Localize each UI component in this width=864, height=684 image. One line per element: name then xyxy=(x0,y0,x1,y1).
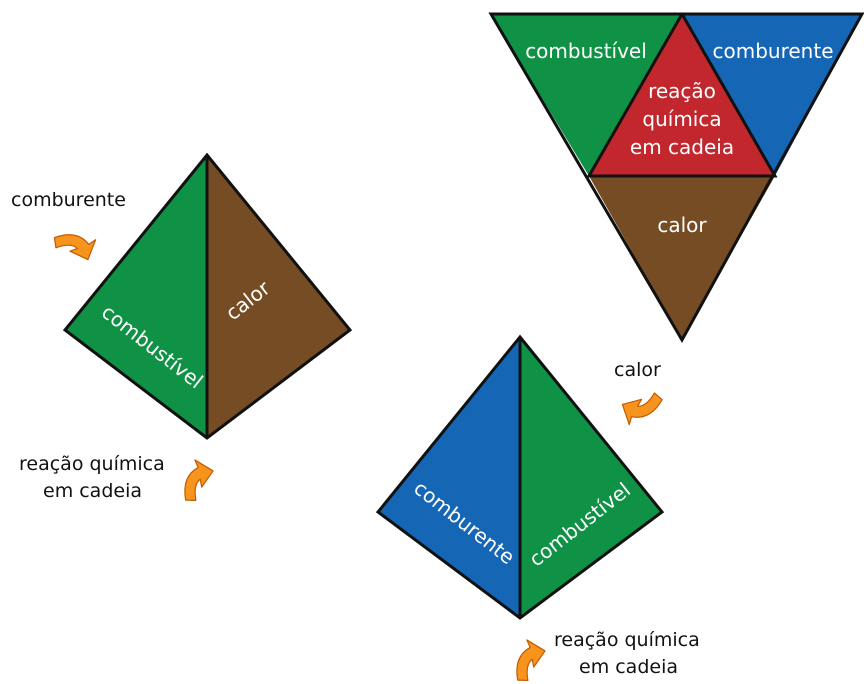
left-face-combustivel xyxy=(65,155,207,438)
left-tetrahedron: combustível calor xyxy=(62,152,353,440)
left-reacao-line1: reação química xyxy=(19,453,165,475)
right-tetrahedron: comburente combustível xyxy=(375,334,665,620)
right-reacao-line1: reação química xyxy=(554,629,700,651)
right-reacao-line2: em cadeia xyxy=(579,656,678,678)
top-face-reacao xyxy=(589,14,775,176)
top-label-reacao-line2: química xyxy=(642,107,721,131)
top-inner-edges xyxy=(586,13,778,178)
top-unfolded-net: combustível comburente reação química em… xyxy=(488,12,864,344)
top-label-reacao-line3: em cadeia xyxy=(630,135,734,159)
right-face-comburente xyxy=(378,337,520,618)
top-face-combustivel xyxy=(491,14,682,176)
right-face-combustivel xyxy=(520,337,662,618)
top-label-combustivel: combustível xyxy=(525,39,647,63)
left-comburente-label: comburente xyxy=(11,189,126,211)
top-label-comburente: comburente xyxy=(713,39,834,63)
left-comburente-arrow-icon xyxy=(51,224,102,270)
top-face-calor xyxy=(589,176,775,340)
top-label-calor: calor xyxy=(657,213,707,237)
right-calor-arrow-icon xyxy=(614,381,664,434)
right-reacao-arrow-icon xyxy=(510,636,551,683)
left-reacao-line2: em cadeia xyxy=(43,480,142,502)
top-face-comburente xyxy=(682,14,862,176)
left-face-calor xyxy=(207,155,350,438)
left-reacao-arrow-icon xyxy=(178,456,219,503)
top-label-reacao-line1: reação xyxy=(648,79,716,103)
right-calor-label: calor xyxy=(614,359,661,381)
